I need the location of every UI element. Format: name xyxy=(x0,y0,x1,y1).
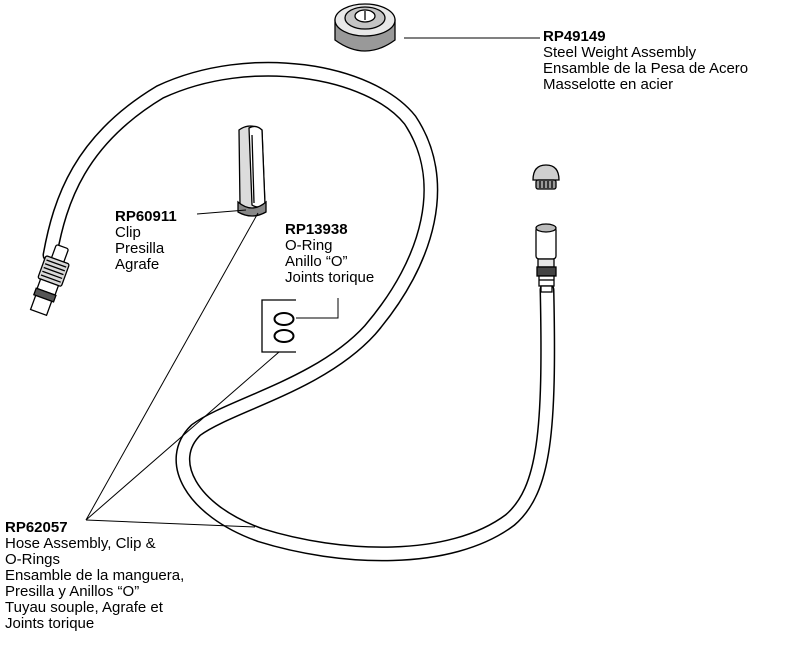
steel-weight xyxy=(334,3,396,52)
part-number: RP49149 xyxy=(543,28,606,45)
part-desc-line: Tuyau souple, Agrafe et xyxy=(5,599,163,616)
leader-lines xyxy=(85,37,540,528)
part-number: RP62057 xyxy=(5,519,68,536)
part-desc-en: Clip xyxy=(115,224,141,241)
part-desc-es: Ensamble de la Pesa de Acero xyxy=(543,60,749,77)
hose-cap xyxy=(532,164,560,190)
part-desc-line: Presilla y Anillos “O” xyxy=(5,583,140,600)
part-desc-es: Presilla xyxy=(115,240,165,257)
part-number: RP13938 xyxy=(285,221,348,238)
callout-clip: RP60911 Clip Presilla Agrafe xyxy=(115,209,177,273)
part-desc-line: Hose Assembly, Clip & xyxy=(5,535,156,552)
part-desc-en: Steel Weight Assembly xyxy=(543,44,697,61)
part-desc-fr: Joints torique xyxy=(285,269,375,286)
callout-steel-weight: RP49149 Steel Weight Assembly Ensamble d… xyxy=(543,29,748,93)
part-desc-line: Ensamble de la manguera, xyxy=(5,567,185,584)
part-desc-line: O-Rings xyxy=(5,551,61,568)
part-desc-line: Joints torique xyxy=(5,615,95,632)
o-rings xyxy=(261,299,296,353)
hose-end-fitting xyxy=(29,244,70,317)
part-desc-es: Anillo “O” xyxy=(285,253,348,270)
clip xyxy=(237,125,267,217)
callout-hose-assembly: RP62057 Hose Assembly, Clip & O-Rings En… xyxy=(5,520,184,632)
part-desc-en: O-Ring xyxy=(285,237,333,254)
hose-assembly xyxy=(42,61,556,562)
part-number: RP60911 xyxy=(115,208,177,225)
part-desc-fr: Masselotte en acier xyxy=(543,76,674,93)
callout-o-ring: RP13938 O-Ring Anillo “O” Joints torique xyxy=(285,222,374,286)
part-desc-fr: Agrafe xyxy=(115,256,160,273)
hose-spray-fitting xyxy=(535,223,557,293)
